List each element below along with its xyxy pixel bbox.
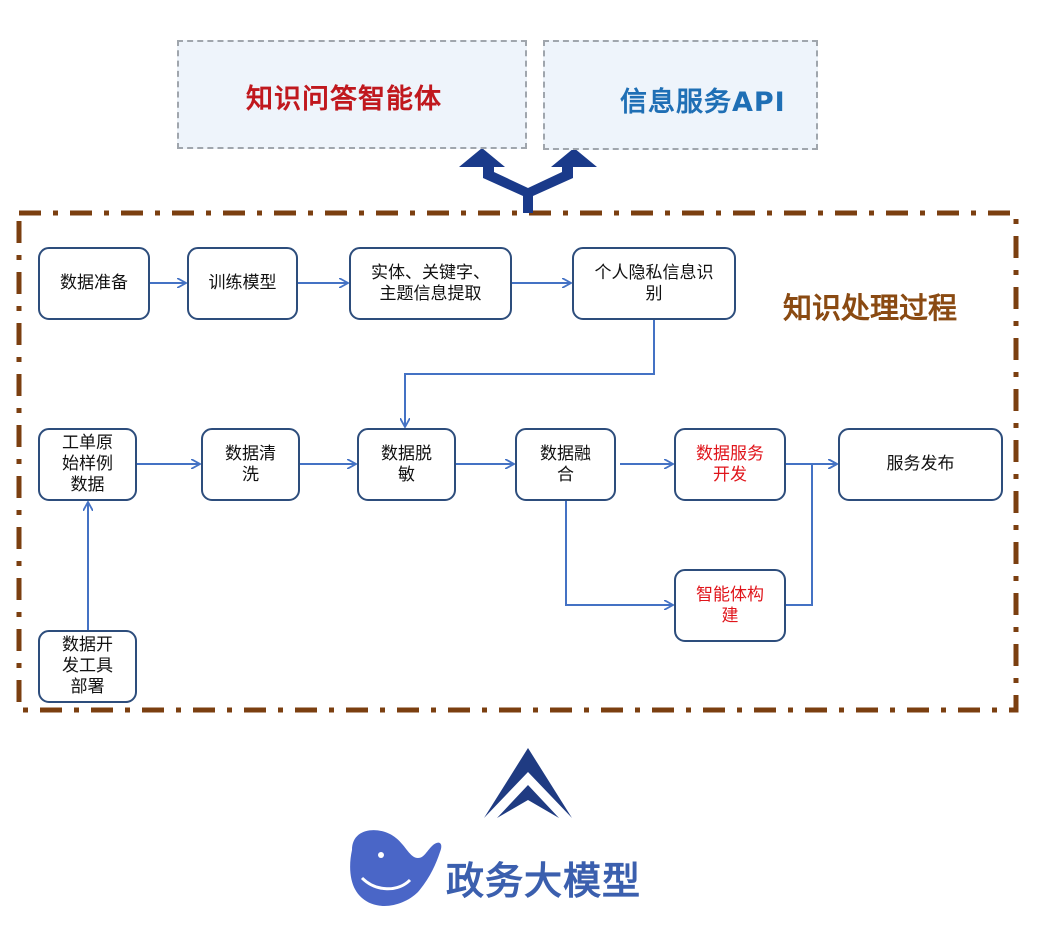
base-model-title: 政务大模型 — [446, 859, 642, 903]
process-boundary — [16, 210, 1019, 713]
qa-agent-label: 知识问答智能体 — [246, 84, 442, 115]
node-entity-extract: 实体、关键字、主题信息提取 — [349, 247, 512, 320]
arrow-agent-publish — [786, 464, 836, 606]
arrow-fusion-agent — [565, 501, 672, 605]
node-desensitize: 数据脱敏 — [357, 428, 456, 501]
chevron-up-icon — [484, 748, 572, 818]
node-raw-data: 工单原始样例数据 — [38, 428, 137, 501]
node-data-prep: 数据准备 — [38, 247, 150, 320]
node-service-publish: 服务发布 — [838, 428, 1003, 501]
info-api-box — [543, 40, 818, 150]
node-privacy-detect: 个人隐私信息识别 — [572, 247, 736, 320]
node-data-clean: 数据清洗 — [201, 428, 300, 501]
whale-icon — [350, 830, 442, 906]
info-api-label: 信息服务API — [620, 87, 786, 118]
arrow-privacy-desens — [405, 320, 655, 426]
node-data-fusion: 数据融合 — [515, 428, 616, 501]
qa-agent-box — [177, 40, 527, 149]
node-train-model: 训练模型 — [187, 247, 298, 320]
node-dev-tools: 数据开发工具部署 — [38, 630, 137, 703]
up-fork-arrow — [459, 148, 597, 213]
node-service-dev: 数据服务开发 — [674, 428, 786, 501]
process-title: 知识处理过程 — [783, 291, 958, 325]
node-agent-build: 智能体构建 — [674, 569, 786, 642]
